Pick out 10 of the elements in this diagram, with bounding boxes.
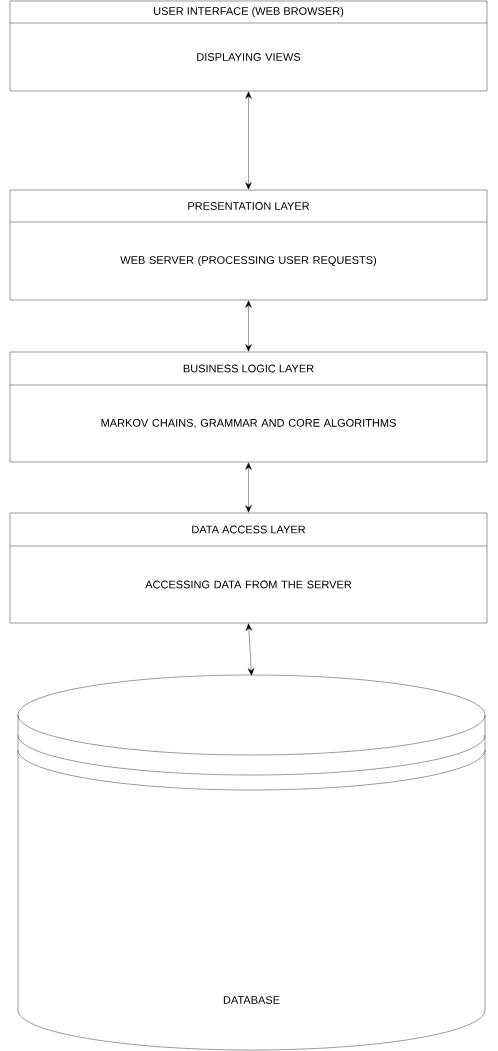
layer-box: BUSINESS LOGIC LAYER MARKOV CHAINS, GRAMMAR AND CORE ALGORITHMS: [9, 351, 488, 463]
arrow: [245, 462, 252, 513]
layer-box: PRESENTATION LAYER WEB SERVER (PROCESSING USER REQUESTS): [9, 189, 488, 301]
node-label: DATABASE: [223, 996, 280, 1004]
layer-box: DATA ACCESS LAYER ACCESSING DATA FROM THE SERVER: [9, 512, 488, 624]
layer-box: USER INTERFACE (WEB BROWSER) DISPLAYING VIEWS: [9, 0, 488, 92]
arrow: [245, 623, 255, 676]
arrow: [245, 300, 252, 352]
database-cylinder: DATABASE: [17, 674, 486, 1051]
arrow: [245, 91, 252, 190]
